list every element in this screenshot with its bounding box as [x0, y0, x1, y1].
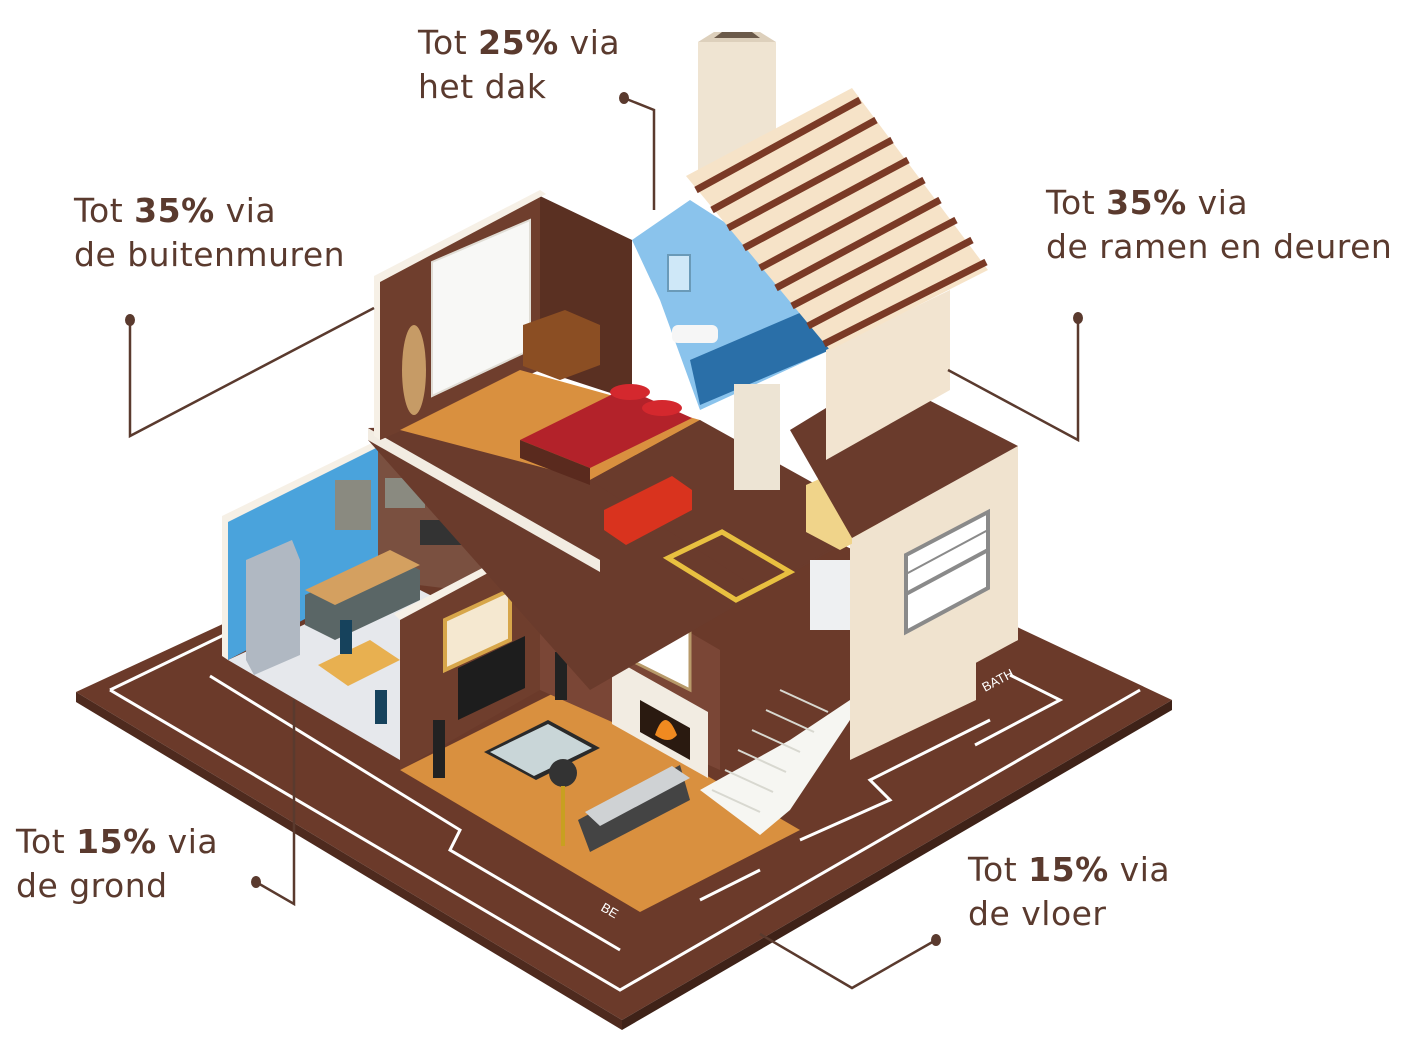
callout-ground: Tot 15% via de grond [16, 820, 218, 908]
rug-icon [662, 529, 796, 603]
callout-windows-label: de ramen en deuren [1046, 227, 1393, 266]
callout-walls-label: de buitenmuren [74, 235, 346, 274]
sink-icon [672, 325, 718, 343]
dining-table-icon [318, 640, 400, 686]
wall-picture-icon [443, 586, 512, 674]
callout-roof-value: 25% [478, 23, 559, 62]
callout-roof-label: het dak [418, 67, 547, 106]
callout-ground-label: de grond [16, 866, 168, 905]
bookshelf-icon [734, 384, 780, 490]
leader-ground [255, 700, 296, 907]
callout-roof: Tot 25% via het dak [418, 21, 620, 109]
kitchen-cabinet-icon [335, 480, 371, 530]
leader-floor [759, 932, 937, 990]
callout-windows-value: 35% [1106, 183, 1187, 222]
floor-lamp-icon [549, 759, 577, 787]
leader-dot-windows [1073, 312, 1083, 324]
leader-dot-floor [931, 934, 941, 946]
upper-floor [368, 190, 1018, 730]
leader-windows [947, 318, 1080, 443]
tv-icon [458, 636, 525, 720]
sofa-upper-icon [604, 476, 692, 545]
dresser-icon [523, 310, 600, 380]
roof [686, 32, 988, 460]
callout-floor-label: de vloer [968, 894, 1107, 933]
callout-walls: Tot 35% via de buitenmuren [74, 189, 345, 277]
leader-walls [128, 306, 375, 439]
callout-ground-value: 15% [76, 822, 157, 861]
fridge-icon [246, 540, 300, 675]
callout-walls-value: 35% [134, 191, 215, 230]
callout-floor-value: 15% [1028, 850, 1109, 889]
speaker-icon [433, 720, 445, 778]
mirror-icon [402, 325, 426, 415]
leader-lines [128, 96, 1080, 990]
leader-roof [623, 96, 656, 210]
callout-windows: Tot 35% via de ramen en deuren [1046, 181, 1392, 269]
callout-floor: Tot 15% via de vloer [968, 848, 1170, 936]
leader-dot-roof [619, 92, 629, 104]
leader-dot-walls [125, 314, 135, 326]
staircase [700, 689, 850, 835]
leader-dot-ground [251, 876, 261, 888]
